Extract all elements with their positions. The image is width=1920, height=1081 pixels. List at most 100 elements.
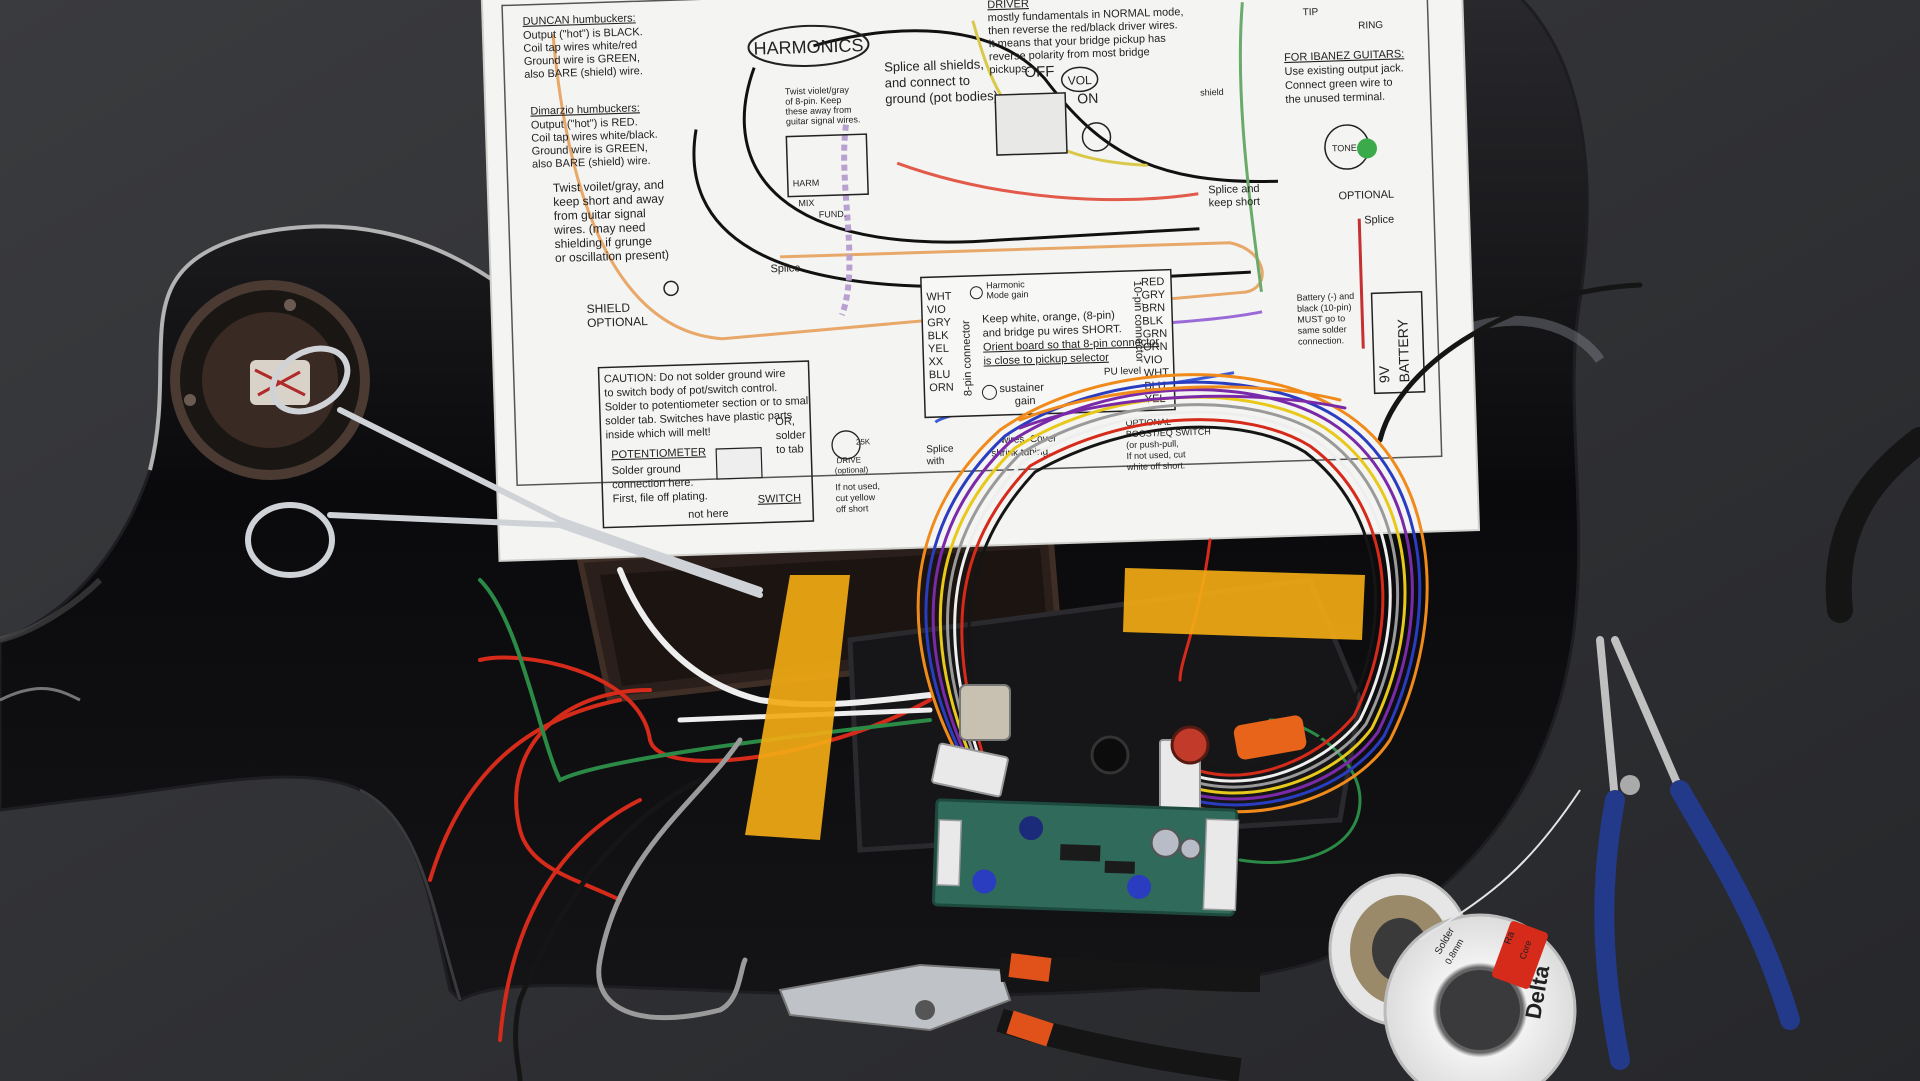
dimarzio-heading: Dimarzio humbuckers:	[530, 102, 640, 117]
tool-handle-edge	[1825, 427, 1920, 623]
duncan-line-4: also BARE (shield) wire.	[524, 65, 643, 81]
fund-label: FUND.	[819, 209, 847, 220]
masking-tape	[745, 568, 1365, 840]
splice-cover-2: with	[925, 456, 944, 468]
pin10-blk: BLK	[1142, 315, 1164, 328]
harmonic-gain-1: Harmonic	[986, 279, 1025, 290]
twist-note-6: or oscillation present)	[555, 247, 669, 265]
drive-3: (optional)	[835, 465, 869, 475]
or-solder-3: to tab	[776, 443, 804, 456]
pot-note-2: connection here.	[612, 477, 694, 492]
solder-spool-icon: Delta Solder 0.8mm Ra Core	[1328, 789, 1581, 1081]
dimarzio-line-3: Ground wire is GREEN,	[531, 142, 647, 158]
battery-note-4: same solder	[1298, 324, 1347, 336]
keep-short-1: Keep white, orange, (8-pin)	[982, 309, 1115, 325]
tip-label: TIP	[1303, 7, 1319, 18]
driver-note-4: It means that your bridge pickup has	[988, 33, 1166, 51]
connector-8pin	[931, 742, 1009, 798]
pin10-vio: VIO	[1143, 354, 1163, 367]
pin10-brn: BRN	[1142, 302, 1166, 315]
potentiometer-icon	[1324, 124, 1377, 170]
switch-label: SWITCH	[758, 492, 802, 505]
or-solder-2: solder	[776, 429, 807, 442]
orient-2: is close to pickup selector	[983, 352, 1109, 368]
battery-note-3: MUST go to	[1297, 313, 1345, 324]
ibanez-note-3: Connect green wire to	[1285, 77, 1393, 92]
pin8-blk: BLK	[927, 330, 949, 343]
cut-yellow-3: off short	[836, 503, 869, 514]
or-solder-1: OR,	[775, 416, 795, 429]
keep-short-2: and bridge pu wires SHORT.	[982, 323, 1122, 339]
splice-shields-1: Splice all shields,	[884, 56, 984, 74]
caution-2: to switch body of pot/switch control.	[604, 382, 777, 399]
sustainer-gain-1: sustainer	[999, 382, 1044, 395]
wiring-schematic: HARMONICS DUNCAN humbuckers: Output ("ho…	[480, 0, 1481, 562]
dimarzio-line-2: Coil tap wires white/black.	[531, 129, 658, 145]
pu-level: PU level	[1104, 366, 1142, 378]
dimarzio-line-1: Output ("hot") is RED.	[531, 116, 638, 131]
wire-stripper-icon	[778, 953, 1261, 1081]
circuit-board-icon	[931, 798, 1240, 917]
caution-1: CAUTION: Do not solder ground wire	[604, 368, 786, 386]
vol-label: VOL	[1067, 73, 1092, 88]
battery-note-2: black (10-pin)	[1297, 302, 1352, 314]
ibanez-note-4: the unused terminal.	[1285, 91, 1385, 106]
splice-cover-1: Splice	[926, 444, 954, 456]
orient-1: Orient board so that 8-pin connector	[983, 336, 1160, 354]
sustainer-gain-2: gain	[1015, 395, 1036, 408]
mix-label: MIX	[798, 198, 814, 208]
splice-short-1: Splice and	[1208, 183, 1260, 197]
ring-label: RING	[1358, 20, 1384, 32]
driver-note-5: reverse polarity from most bridge	[989, 46, 1150, 63]
cut-yellow-2: cut yellow	[836, 492, 876, 503]
boost-note-5: white off short.	[1126, 460, 1186, 472]
pin10-grn: GRN	[1143, 328, 1168, 341]
battery-label-1: 9V	[1376, 365, 1393, 383]
pin8-label: 8-pin connector	[960, 320, 974, 397]
twist-note-1: Twist voilet/gray, and	[553, 178, 665, 195]
pin10-label: 10-pin connector	[1131, 281, 1146, 364]
not-here: not here	[688, 508, 729, 521]
splice-short-2: keep short	[1208, 196, 1260, 210]
pot-note-3: First, file off plating.	[612, 490, 708, 505]
boost-note-4: If not used, cut	[1126, 449, 1186, 461]
tone-label: TONE	[1332, 143, 1357, 154]
schematic-title: HARMONICS	[753, 35, 864, 58]
shield-label-1: SHIELD	[586, 301, 630, 316]
boost-note-3: (or push-pull,	[1126, 438, 1179, 450]
twist-note-2: keep short and away	[553, 192, 664, 209]
battery-label-2: BATTERY	[1394, 318, 1412, 382]
dimarzio-line-4: also BARE (shield) wire.	[532, 155, 651, 171]
caution-5: inside which will melt!	[605, 426, 710, 441]
harm-label: HARM	[793, 178, 820, 189]
wire-bundle	[916, 373, 1429, 814]
pot-note-1: Solder ground	[612, 463, 681, 477]
pin8-vio: VIO	[927, 304, 947, 317]
boost-note-2: BOOST/EQ SWITCH	[1126, 426, 1211, 439]
off-label: OFF	[1024, 63, 1055, 81]
cut-yellow-1: If not used,	[835, 481, 880, 492]
duncan-line-2: Coil tap wires white/red	[523, 39, 637, 55]
potentiometer-part	[1170, 715, 1307, 765]
pin10-orn: ORN	[1143, 341, 1168, 354]
drive-2: DRIVE	[836, 455, 861, 465]
splice-label: Splice	[770, 262, 800, 275]
pin10-red: RED	[1141, 276, 1165, 289]
harmonic-gain-2: Mode gain	[986, 289, 1028, 300]
splice-right-label: Splice	[1364, 214, 1394, 227]
twist-8pin-4: guitar signal wires.	[786, 114, 861, 126]
pin8-blu: BLU	[929, 369, 951, 382]
driver-note-1: DRIVER	[987, 0, 1029, 11]
ibanez-note-2: Use existing output jack.	[1284, 62, 1404, 78]
potentiometer-label: POTENTIOMETER	[611, 446, 706, 461]
duncan-line-3: Ground wire is GREEN,	[524, 52, 640, 68]
optional-label: OPTIONAL	[1338, 189, 1394, 203]
battery-note-5: connection.	[1298, 335, 1344, 346]
battery-box	[1370, 291, 1426, 395]
caution-4: solder tab. Switches have plastic parts	[605, 410, 793, 428]
twist-8pin-1: Twist violet/gray	[785, 85, 850, 97]
output-jack-icon	[170, 280, 370, 480]
duncan-line-1: Output ("hot") is BLACK.	[523, 26, 643, 42]
hemostat-icon	[245, 345, 763, 598]
